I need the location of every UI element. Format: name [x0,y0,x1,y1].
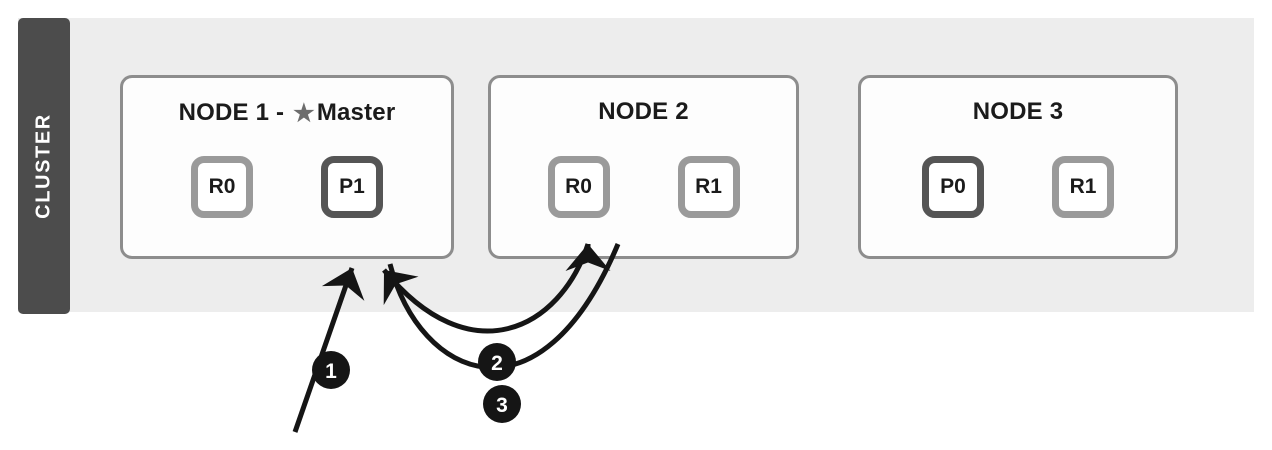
node-title-3: NODE 3 [972,98,1064,125]
shard-node3-p0[interactable]: P0 [922,156,984,218]
node-title-2: NODE 2 [598,98,689,125]
flow-badge-1[interactable]: 1 [312,351,350,389]
cluster-label-text: CLUSTER [32,113,55,219]
node-title-1: NODE 1 - ★Master [123,98,451,127]
flow-badge-3[interactable]: 3 [483,385,521,423]
node-title-1-suffix: Master [316,99,396,126]
master-star-icon: ★ [293,100,315,127]
flow-badge-2-number: 2 [491,352,503,375]
flow-badge-1-number: 1 [325,360,337,383]
shard-list-1: R0 P1 [123,156,451,218]
flow-badge-3-number: 3 [496,394,508,417]
shard-node2-r0[interactable]: R0 [547,156,610,218]
shard-list-2: R0 R1 [491,156,796,218]
node-box-1[interactable]: NODE 1 - ★Master R0 P1 [120,75,454,259]
cluster-label-bar: CLUSTER [18,18,70,314]
flow-badge-2-circle [478,343,516,381]
node-title-1-prefix: NODE 1 - [178,99,292,126]
shard-node1-p1[interactable]: P1 [321,156,383,218]
flow-badge-2[interactable]: 2 [478,343,516,381]
shard-list-3: P0 R1 [861,156,1175,218]
shard-node1-r0[interactable]: R0 [191,156,253,218]
node-box-2[interactable]: NODE 2 R0 R1 [488,75,799,259]
flow-badge-3-circle [483,385,521,423]
shard-node3-r1[interactable]: R1 [1052,156,1114,218]
node-box-3[interactable]: NODE 3 P0 R1 [858,75,1178,259]
shard-node2-r1[interactable]: R1 [677,156,740,218]
flow-badge-1-circle [312,351,350,389]
